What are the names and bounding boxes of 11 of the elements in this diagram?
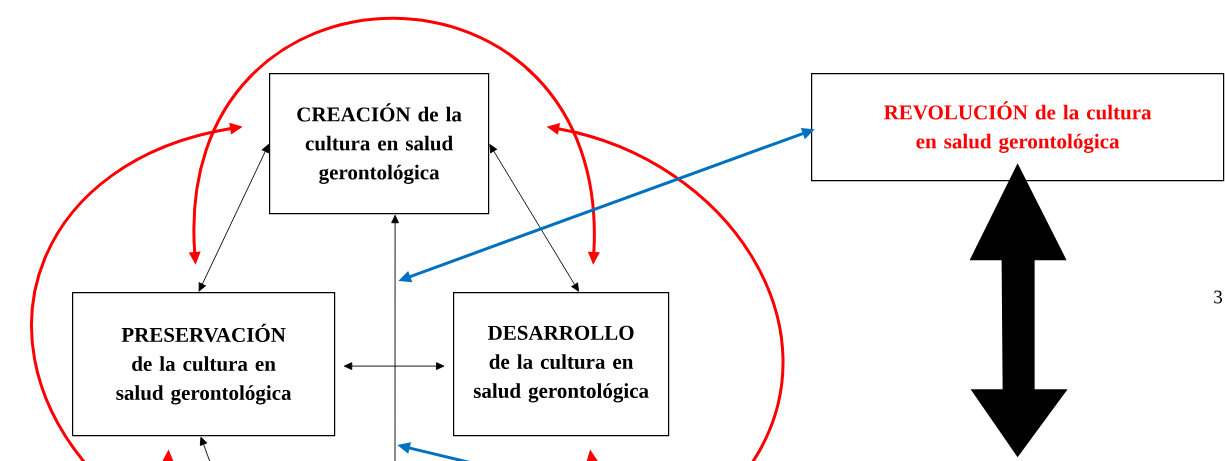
arrow xyxy=(391,214,399,461)
block-arrow xyxy=(969,163,1068,458)
arrow xyxy=(489,144,579,292)
arrow xyxy=(199,436,211,461)
concept-box: DESARROLLO de la cultura en salud gerontológica xyxy=(453,292,670,437)
concept-box: PRESERVACIÓN de la cultura en salud gerontológica xyxy=(72,292,336,437)
page-number: 3 xyxy=(1214,290,1223,304)
title-box: REVOLUCIÓN de la cultura en salud gerontológica xyxy=(811,73,1225,182)
arrow xyxy=(198,144,269,292)
concept-box: CREACIÓN de la cultura en salud gerontológica xyxy=(269,73,490,215)
arrow xyxy=(343,362,445,370)
